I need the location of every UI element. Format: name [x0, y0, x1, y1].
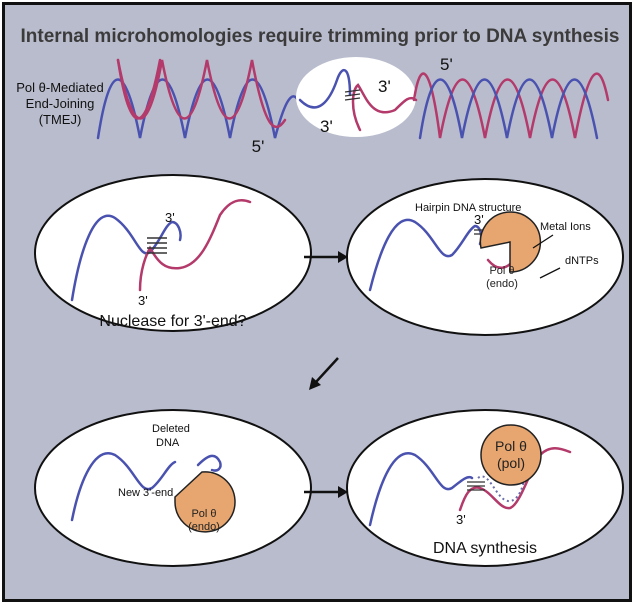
arrow-right-1: [304, 251, 348, 263]
panel3-pol-domain: (endo): [188, 521, 220, 533]
metal-ions-pointer: [532, 234, 554, 249]
panel2-3prime: 3': [474, 212, 484, 227]
panel3-pol-name: Pol θ: [191, 508, 216, 520]
panel3-deleted-label-line1: Deleted: [152, 423, 190, 435]
panel2-ellipse: [346, 178, 624, 336]
panel3-ellipse: [34, 409, 312, 567]
helix-3prime-top: 3': [378, 77, 391, 96]
panel4-caption: DNA synthesis: [433, 540, 537, 557]
panel1-3prime-top: 3': [165, 210, 175, 225]
dna-helix-left: [96, 58, 300, 140]
helix-5prime-left: 5': [252, 137, 265, 156]
figure-title: Internal microhomologies require trimmin…: [21, 26, 620, 47]
arrow-down-left: [309, 357, 339, 390]
panel2-dntps: dNTPs: [565, 255, 599, 267]
panel1-3prime-bottom: 3': [138, 293, 148, 308]
helix-5prime-right: 5': [440, 55, 453, 74]
helix-hairpin: [298, 68, 418, 132]
panel2-pol-name: Pol θ: [489, 265, 514, 277]
dna-helix-right: [412, 72, 610, 140]
panel3-dna: [70, 452, 222, 522]
panel4-3prime: 3': [456, 512, 466, 527]
panel2-pol-domain: (endo): [486, 278, 518, 290]
tmej-label-line1: Pol θ-Mediated: [16, 80, 103, 95]
pol-theta-endo-panel3: [174, 471, 236, 533]
panel3-new-3prime-end: New 3'-end: [118, 487, 173, 499]
panel4-pol-name: Pol θ: [495, 438, 527, 454]
dntps-pointer: [539, 267, 561, 279]
panel2-hairpin-label: Hairpin DNA structure: [415, 202, 521, 214]
panel1-ellipse: [34, 174, 312, 332]
arrow-right-2: [304, 486, 348, 498]
tmej-label-line3: (TMEJ): [39, 112, 82, 127]
panel1-dna: [70, 198, 252, 302]
panel1-caption: Nuclease for 3'-end?: [99, 313, 246, 330]
panel3-deleted-label-line2: DNA: [156, 437, 180, 449]
panel4-pol-domain: (pol): [497, 455, 525, 471]
pol-theta-pol: [480, 424, 542, 486]
helix-3prime-bottom: 3': [320, 117, 333, 136]
tmej-label-line2: End-Joining: [26, 96, 95, 111]
panel2-metal-ions: Metal Ions: [540, 221, 591, 233]
helix-highlight-ellipse: [296, 57, 416, 137]
pol-theta-endo: [479, 211, 542, 273]
